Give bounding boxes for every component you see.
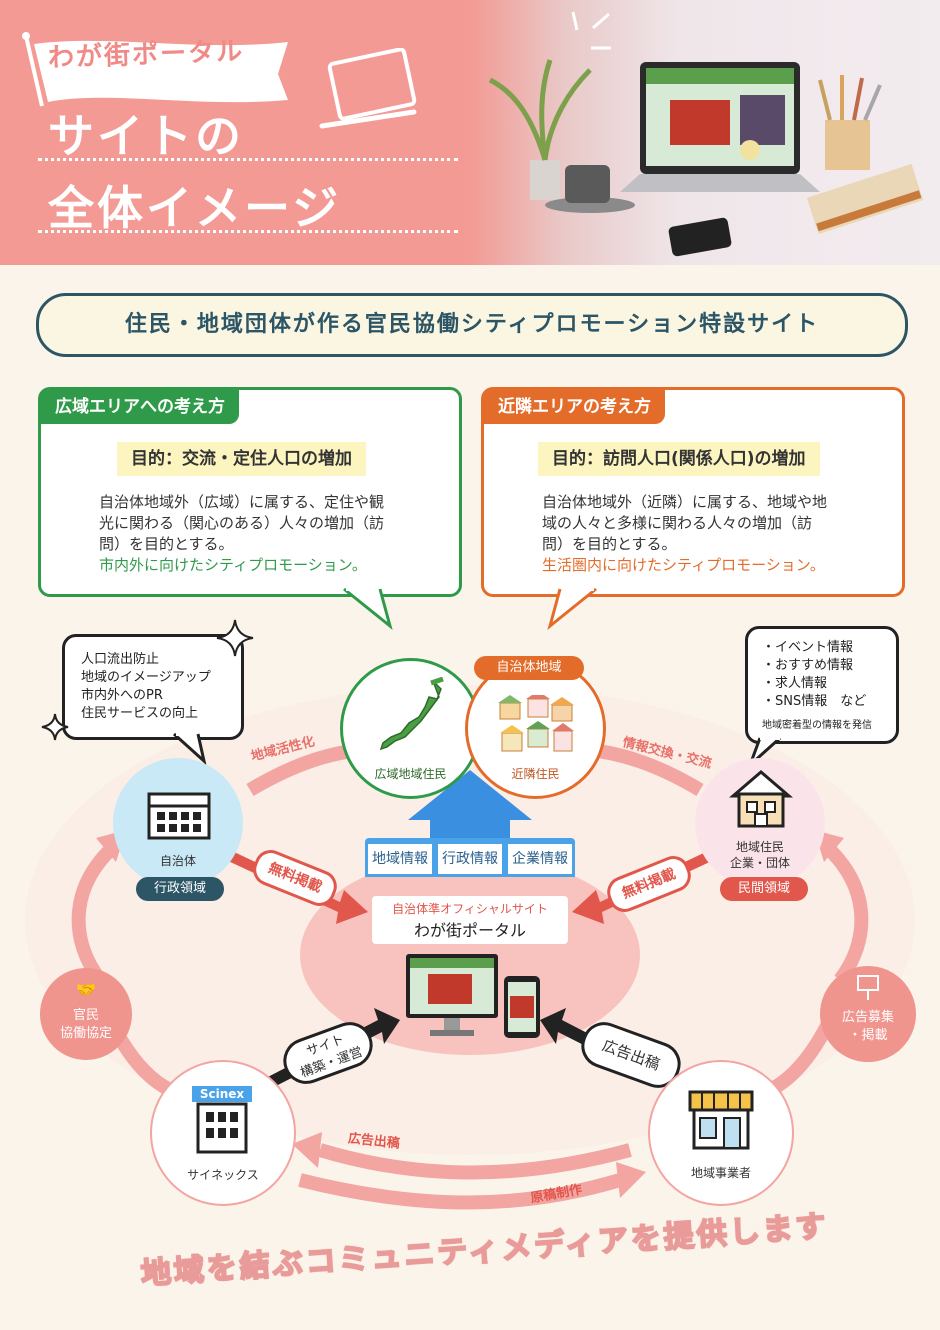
title-line1: サイトの [48,109,244,163]
bubble-item: 住民サービスの向上 [81,706,199,721]
residents-label-line1: 地域住民 [735,840,784,854]
brand-title: わが街ポータル [47,36,245,74]
near-resident-label: 近隣住民 [511,767,560,781]
municipality-node: 自治体 [113,758,243,888]
site-name: わが街ポータル [413,921,526,940]
private-domain-tag: 民間領域 [720,877,808,901]
local-region-tag: 自治体地域 [474,656,584,680]
tag-regional-info: 地域情報 [365,841,435,877]
wide-box-tail [343,586,393,630]
desc-line: 自治体地域外（近隣）に属する、地域や地 [542,493,828,511]
bubble-item: 市内外へのPR [81,688,163,703]
bubble-item: 人口流出防止 [81,652,160,667]
scinex-node: Scinex サイネックス [150,1060,296,1206]
left-bubble-tail [172,731,207,765]
desc-line: 自治体地域外（広域）に属する、定住や観 [99,493,385,511]
bubble-note: 地域密着型の情報を発信 [762,720,872,731]
near-box-tail [547,586,597,630]
shop-icon [688,1090,754,1150]
business-label: 地域事業者 [690,1166,751,1180]
bubble-item: ・おすすめ情報 [762,658,854,673]
divider [38,230,458,233]
wide-area-heading: 広域エリアへの考え方 [41,390,239,424]
left-speech-bubble: 人口流出防止 地域のイメージアップ 市内外へのPR 住民サービスの向上 [62,634,244,740]
near-area-highlight: 生活圏内に向けたシティプロモーション。 [542,556,825,574]
flag-shape [22,32,288,107]
header: わが街ポータル サイトの 全体イメージ [0,0,940,265]
ads-line1: 広告募集 [841,1010,894,1025]
wide-area-box: 広域エリアへの考え方 目的：交流・定住人口の増加 自治体地域外（広域）に属する、… [38,387,462,597]
scinex-label: サイネックス [187,1168,259,1182]
sparkle-icon [41,713,69,741]
wide-resident-label: 広域地域住民 [374,767,447,781]
wide-area-description: 自治体地域外（広域）に属する、定住や観 光に関わる（関心のある）人々の増加（訪 … [99,492,439,576]
desc-line: 問）を目的とする。 [99,535,234,553]
near-area-box: 近隣エリアの考え方 目的：訪問人口(関係人口)の増加 自治体地域外（近隣）に属す… [481,387,905,597]
desc-line: 域の人々と多様に関わる人々の増加（訪 [542,514,813,532]
near-area-purpose: 目的：訪問人口(関係人口)の増加 [538,442,820,476]
title-line2: 全体イメージ [48,181,342,235]
wide-area-purpose: 目的：交流・定住人口の増加 [117,442,366,476]
right-speech-bubble: ・イベント情報 ・おすすめ情報 ・求人情報 ・SNS情報 など 地域密着型の情報… [745,626,899,744]
wide-area-highlight: 市内外に向けたシティプロモーション。 [99,556,367,574]
residents-node: 地域住民 企業・団体 [695,758,825,888]
bubble-item: ・SNS情報 など [762,694,867,709]
business-node: 地域事業者 [648,1060,794,1206]
partnership-node: 🤝 官民 協働協定 [40,968,132,1060]
office-building-icon [196,1102,248,1154]
house-icon [729,770,793,828]
divider [38,158,458,161]
wide-resident-circle: 広域地域住民 [340,658,481,799]
devices-icon [406,954,540,1038]
tag-admin-info: 行政情報 [435,841,505,877]
bubble-item: 地域のイメージアップ [81,670,211,685]
near-area-heading: 近隣エリアの考え方 [484,390,665,424]
ads-node: 広告募集 ・掲載 [820,966,916,1062]
partnership-line2: 協働協定 [59,1026,112,1041]
bubble-item: ・イベント情報 [762,640,854,655]
spark-icon [571,11,611,50]
desc-line: 光に関わる（関心のある）人々の増加（訪 [99,514,385,532]
laptop-illustration [488,59,924,257]
japan-map-icon [379,677,444,751]
site-label-box: 自治体準オフィシャルサイト わが街ポータル [372,896,568,944]
handshake-icon: 🤝 [76,980,96,999]
residents-label-line2: 企業・団体 [729,856,790,870]
laptop-photo [470,0,940,265]
desc-line: 問）を目的とする。 [542,535,677,553]
sparkle-icon [216,619,254,657]
near-area-description: 自治体地域外（近隣）に属する、地域や地 域の人々と多様に関わる人々の増加（訪 問… [542,492,882,576]
laptop-icon [319,48,417,129]
partnership-line1: 官民 [72,1008,99,1023]
tag-company-info: 企業情報 [505,841,575,877]
bubble-item: ・求人情報 [762,676,828,691]
municipality-label: 自治体 [159,854,196,868]
ads-line2: ・掲載 [848,1028,888,1043]
scinex-logo: Scinex [192,1086,252,1102]
site-label: 自治体準オフィシャルサイト [392,902,548,916]
houses-icon [498,695,574,752]
signboard-icon [857,975,879,1000]
admin-domain-tag: 行政領域 [136,877,224,901]
near-resident-circle: 近隣住民 [465,658,606,799]
main-banner: 住民・地域団体が作る官民協働シティプロモーション特設サイト [36,293,908,357]
building-icon [147,792,211,840]
